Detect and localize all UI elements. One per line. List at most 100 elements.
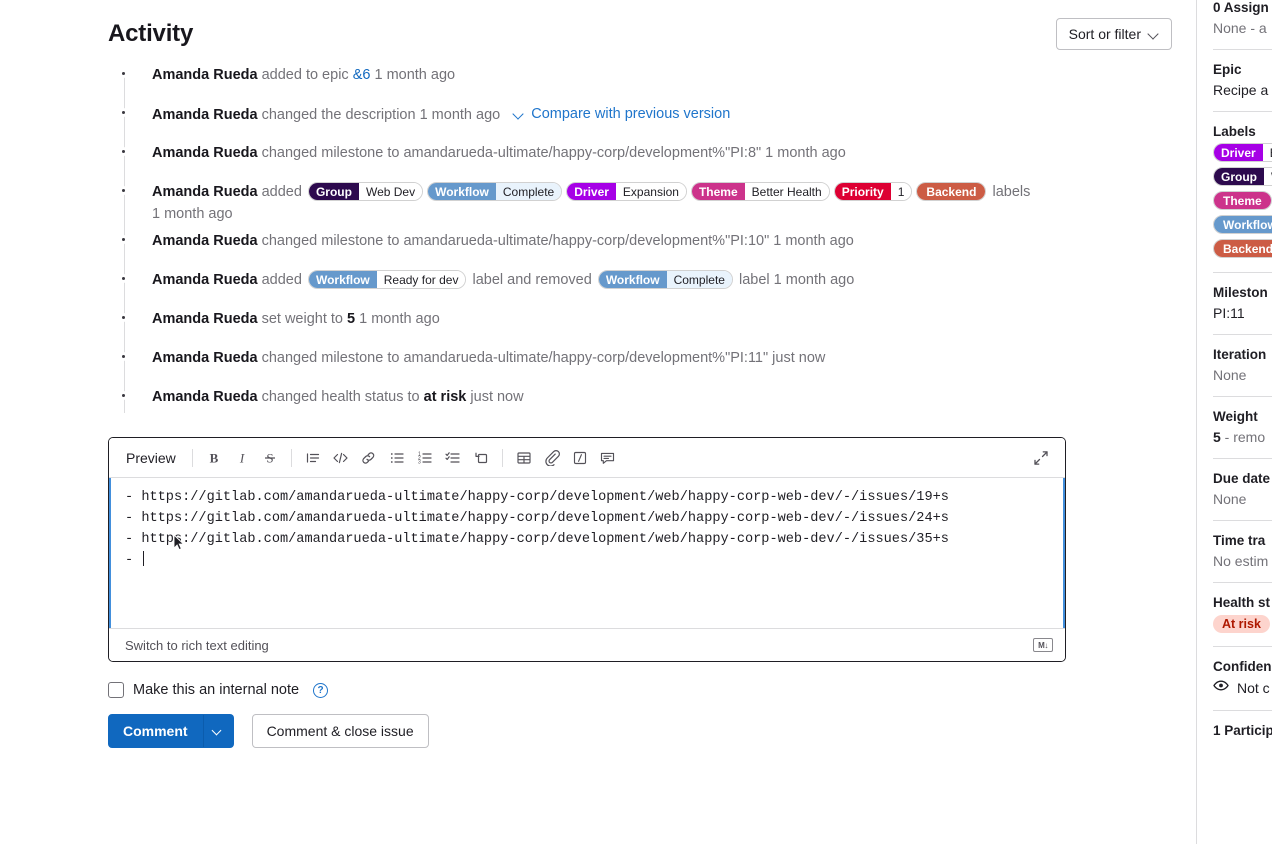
scoped-label-value: 1 xyxy=(890,182,912,200)
comment-line-1: - https://gitlab.com/amandarueda-ultimat… xyxy=(125,490,949,505)
editor-footer: Switch to rich text editing M↓ xyxy=(109,628,1065,661)
comment-split-button: Comment xyxy=(108,714,234,748)
sidebar-health-status-title: Health st xyxy=(1213,595,1271,610)
scoped-label-value: W xyxy=(1264,168,1272,185)
switch-to-rich-text-button[interactable]: Switch to rich text editing xyxy=(125,637,269,653)
sidebar-epic-value[interactable]: Recipe a xyxy=(1213,82,1269,98)
table-icon[interactable] xyxy=(510,444,538,472)
scoped-label[interactable]: Workflow xyxy=(1213,215,1272,234)
blockquote-icon[interactable] xyxy=(299,444,327,472)
indent-icon[interactable] xyxy=(467,444,495,472)
comment-template-icon[interactable] xyxy=(594,444,622,472)
bold-icon[interactable]: B xyxy=(200,444,228,472)
note-author[interactable]: Amanda Rueda xyxy=(152,272,258,288)
sidebar-confidentiality-row[interactable]: Not c xyxy=(1213,679,1272,697)
note-author[interactable]: Amanda Rueda xyxy=(152,67,258,83)
scoped-label[interactable]: Theme xyxy=(1213,191,1272,210)
sidebar-milestone-value[interactable]: PI:11 xyxy=(1213,305,1245,321)
eye-icon xyxy=(1213,679,1229,697)
activity-note: Amanda Rueda changed milestone to amanda… xyxy=(108,345,1172,384)
activity-note: Amanda Rueda changed milestone to amanda… xyxy=(108,140,1172,179)
note-suffix: labels xyxy=(988,184,1031,200)
code-icon[interactable] xyxy=(327,444,355,472)
note-author[interactable]: Amanda Rueda xyxy=(152,184,258,200)
comment-button[interactable]: Comment xyxy=(108,714,203,748)
comment-dropdown-button[interactable] xyxy=(202,714,234,748)
scoped-label-key: Theme xyxy=(1214,192,1271,209)
activity-note: Amanda Rueda set weight to 5 1 month ago xyxy=(108,306,1172,345)
activity-note-body: Amanda Rueda changed the description 1 m… xyxy=(108,101,730,129)
note-action-pre: set weight to xyxy=(257,311,348,327)
bulleted-list-icon[interactable] xyxy=(383,444,411,472)
activity-note: Amanda Rueda added to epic &6 1 month ag… xyxy=(108,62,1172,101)
internal-note-row: Make this an internal note ? xyxy=(108,682,1172,698)
note-action-pre: changed health status to xyxy=(257,389,424,405)
sidebar-epic-title: Epic xyxy=(1213,62,1242,77)
timeline-dot-icon xyxy=(120,236,127,243)
comment-textarea[interactable]: - https://gitlab.com/amandarueda-ultimat… xyxy=(109,478,1065,628)
note-author[interactable]: Amanda Rueda xyxy=(152,233,258,249)
link-icon[interactable] xyxy=(355,444,383,472)
note-author[interactable]: Amanda Rueda xyxy=(152,350,258,366)
note-action-post: just now xyxy=(466,389,524,405)
scoped-label-key: Group xyxy=(1214,168,1264,185)
note-author[interactable]: Amanda Rueda xyxy=(152,145,258,161)
sidebar-iteration-title: Iteration xyxy=(1213,347,1267,362)
sidebar-labels-title: Labels xyxy=(1213,124,1256,139)
preview-toggle-button[interactable]: Preview xyxy=(126,449,176,466)
comment-line-2: - https://gitlab.com/amandarueda-ultimat… xyxy=(125,511,949,526)
internal-note-checkbox[interactable] xyxy=(108,682,124,698)
compare-with-previous-version-button[interactable]: Compare with previous version xyxy=(514,103,730,125)
svg-text:2: 2 xyxy=(418,455,421,461)
note-author[interactable]: Amanda Rueda xyxy=(152,389,258,405)
scoped-label-value: Web Dev xyxy=(358,182,423,200)
sidebar-health-status-block: Health st At risk xyxy=(1213,583,1272,647)
main-column: Activity Sort or filter Amanda Rueda add… xyxy=(0,0,1196,844)
sort-or-filter-button[interactable]: Sort or filter xyxy=(1055,18,1172,50)
epic-reference-link[interactable]: &6 xyxy=(352,67,371,83)
attachment-icon[interactable] xyxy=(538,444,566,472)
timeline-dot-icon xyxy=(120,148,127,155)
sidebar-time-tracking-value: No estim xyxy=(1213,553,1269,569)
timeline-dot-icon xyxy=(120,275,127,282)
checklist-icon[interactable] xyxy=(439,444,467,472)
sidebar-weight-value[interactable]: 5 - remo xyxy=(1213,429,1272,445)
sidebar-iteration-block: Iteration None xyxy=(1213,335,1272,397)
scoped-label[interactable]: Backend xyxy=(1213,239,1272,258)
markdown-icon[interactable]: M↓ xyxy=(1033,638,1053,652)
activity-note-body: Amanda Rueda added to epic &6 1 month ag… xyxy=(108,62,455,89)
note-author[interactable]: Amanda Rueda xyxy=(152,107,258,123)
numbered-list-icon[interactable]: 1 2 3 xyxy=(411,444,439,472)
sidebar-assignee-value[interactable]: None - a xyxy=(1213,20,1267,36)
chevron-down-icon xyxy=(213,726,223,736)
sidebar-iteration-value[interactable]: None xyxy=(1213,367,1247,383)
scoped-label[interactable]: Backend xyxy=(916,181,987,201)
scoped-label-value: Ready for dev xyxy=(376,270,466,288)
italic-icon[interactable]: I xyxy=(228,444,256,472)
collapsible-section-icon[interactable] xyxy=(566,444,594,472)
comment-and-close-issue-button[interactable]: Comment & close issue xyxy=(251,714,429,748)
note-author[interactable]: Amanda Rueda xyxy=(152,311,258,327)
note-action: added to epic xyxy=(257,67,353,83)
sidebar-due-date-value[interactable]: None xyxy=(1213,491,1247,507)
scoped-label-key: Workflow xyxy=(1214,216,1272,233)
text-caret xyxy=(143,551,145,566)
activity-note-body: Amanda Rueda set weight to 5 1 month ago xyxy=(108,306,440,333)
strikethrough-icon[interactable]: S xyxy=(256,444,284,472)
expand-icon[interactable] xyxy=(1027,444,1055,472)
comment-editor: Preview B I S xyxy=(108,437,1066,662)
help-icon[interactable]: ? xyxy=(313,682,329,698)
